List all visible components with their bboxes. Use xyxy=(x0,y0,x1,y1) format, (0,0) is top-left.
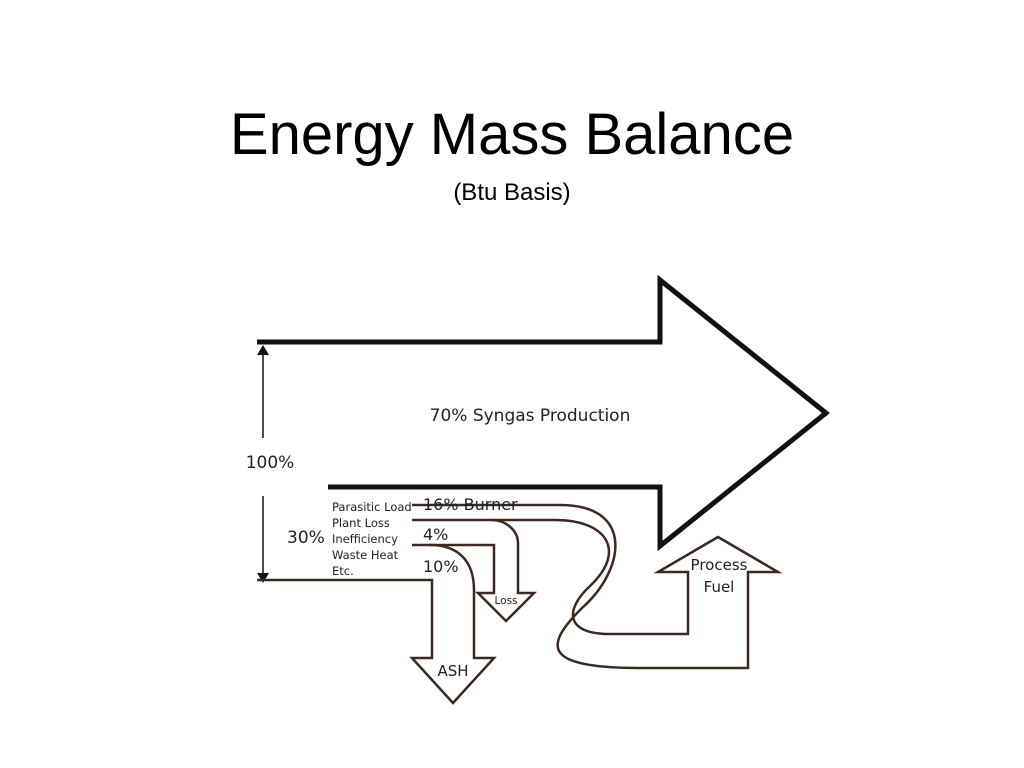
ash-percent-label: 10% xyxy=(423,557,459,576)
burner-loop xyxy=(412,503,783,670)
process-fuel-label-line1: Process xyxy=(691,556,748,574)
syngas-arrow xyxy=(257,274,830,552)
total-percent-label: 100% xyxy=(246,453,295,473)
loss-category-inefficiency: Inefficiency xyxy=(332,532,398,546)
loss-category-parasitic: Parasitic Load xyxy=(332,500,412,514)
loss-category-waste-heat: Waste Heat xyxy=(332,548,399,562)
loss-category-plant-loss: Plant Loss xyxy=(332,516,390,530)
loss-category-etc: Etc. xyxy=(332,564,354,578)
syngas-label: 70% Syngas Production xyxy=(430,406,631,426)
page-subtitle: (Btu Basis) xyxy=(453,179,571,206)
loss-total-label: 30% xyxy=(287,528,325,548)
loss-percent-label: 4% xyxy=(423,525,448,544)
loss-label: Loss xyxy=(494,595,517,607)
process-fuel-label-line2: Fuel xyxy=(704,578,735,596)
page-title: Energy Mass Balance xyxy=(229,102,795,167)
ash-branch xyxy=(257,543,497,705)
loss-branch xyxy=(412,518,538,623)
burner-label: 16% Burner xyxy=(423,495,518,514)
ash-label: ASH xyxy=(437,662,468,680)
